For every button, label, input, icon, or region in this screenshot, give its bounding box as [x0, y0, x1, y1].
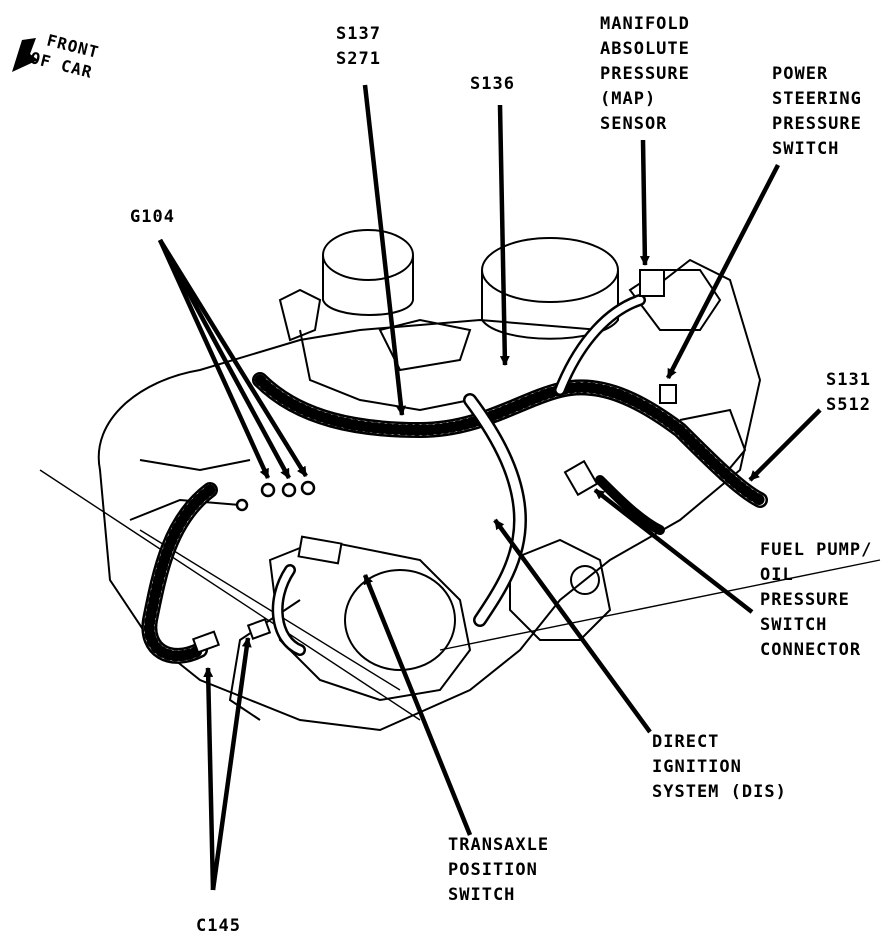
label-line: PRESSURE: [772, 114, 862, 134]
label-line: ABSOLUTE: [600, 39, 690, 59]
label-map-sensor: MANIFOLD ABSOLUTE PRESSURE (MAP) SENSOR: [600, 12, 690, 137]
label-fuel-pump-connector: FUEL PUMP/ OIL PRESSURE SWITCH CONNECTOR: [760, 538, 872, 663]
ground-terminals: [235, 480, 316, 512]
label-line: TRANSAXLE: [448, 835, 550, 855]
reference-lines: [39, 469, 881, 721]
label-line: CONNECTOR: [760, 640, 862, 660]
label-direct-ignition-system: DIRECT IGNITION SYSTEM (DIS): [652, 730, 787, 805]
label-line: PRESSURE: [600, 64, 690, 84]
label-transaxle-position-switch: TRANSAXLE POSITION SWITCH: [448, 833, 549, 908]
label-power-steering-switch: POWER STEERING PRESSURE SWITCH: [772, 62, 862, 162]
label-g104: G104: [130, 205, 175, 230]
connectors: [191, 269, 677, 654]
label-line: SWITCH: [760, 615, 828, 635]
leader-arrows: [157, 84, 822, 891]
label-line: S131: [826, 370, 871, 390]
label-line: S271: [336, 49, 381, 69]
label-line: SWITCH: [448, 885, 516, 905]
label-line: POWER: [772, 64, 829, 84]
label-line: S137: [336, 24, 381, 44]
label-c145: C145: [196, 914, 241, 939]
label-s136: S136: [470, 72, 515, 97]
label-line: SWITCH: [772, 139, 840, 159]
label-line: STEERING: [772, 89, 862, 109]
label-line: POSITION: [448, 860, 538, 880]
front-arrow-icon: [12, 38, 38, 72]
label-line: MANIFOLD: [600, 14, 690, 34]
engine-block: [97, 229, 762, 732]
label-line: S136: [470, 74, 515, 94]
label-s137-s271: S137 S271: [336, 22, 381, 72]
label-line: IGNITION: [652, 757, 742, 777]
wiring-harness: [141, 294, 768, 664]
label-line: SYSTEM (DIS): [652, 782, 787, 802]
label-line: C145: [196, 916, 241, 936]
label-line: G104: [130, 207, 175, 227]
label-s131-s512: S131 S512: [826, 368, 871, 418]
label-line: SENSOR: [600, 114, 668, 134]
label-line: S512: [826, 395, 871, 415]
label-line: DIRECT: [652, 732, 720, 752]
label-line: FUEL PUMP/: [760, 540, 873, 560]
label-line: OIL: [760, 565, 794, 585]
label-line: PRESSURE: [760, 590, 850, 610]
label-line: (MAP): [600, 89, 657, 109]
